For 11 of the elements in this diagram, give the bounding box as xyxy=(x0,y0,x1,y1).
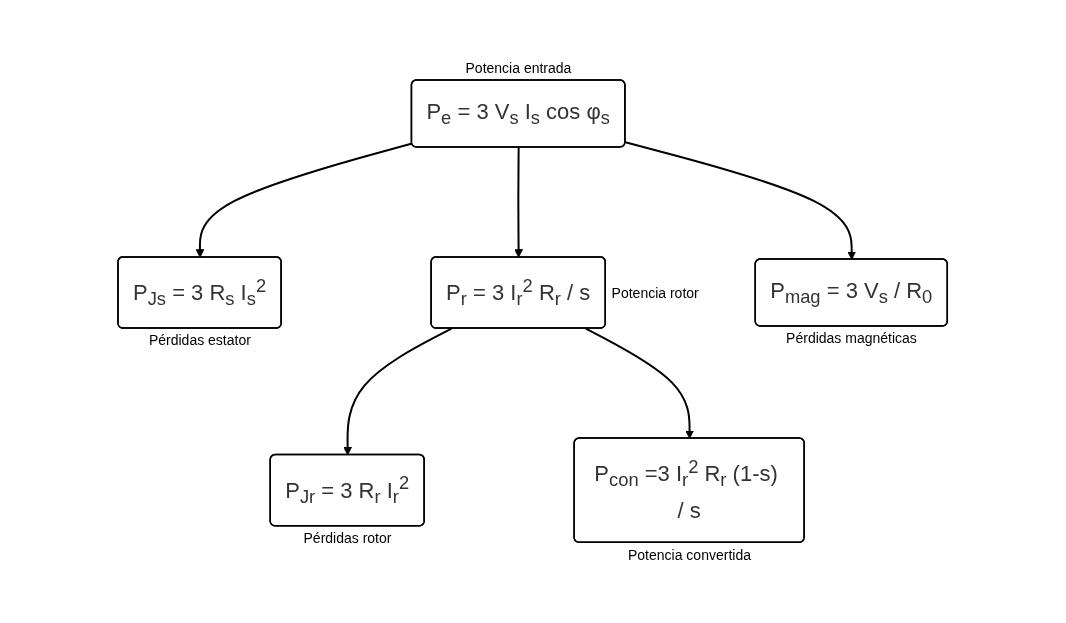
arrow xyxy=(195,142,414,259)
node-caption: Potencia rotor xyxy=(611,284,699,301)
node-caption: Pérdidas magnéticas xyxy=(786,330,917,347)
arrow xyxy=(624,141,857,261)
arrow xyxy=(343,327,453,456)
arrow xyxy=(514,146,524,259)
node-caption: Pérdidas estator xyxy=(148,332,251,349)
arrow xyxy=(585,327,695,440)
node-caption: Potencia convertida xyxy=(628,546,751,563)
node-caption: Pérdidas rotor xyxy=(303,530,392,547)
node-caption: Potencia entrada xyxy=(465,60,572,77)
